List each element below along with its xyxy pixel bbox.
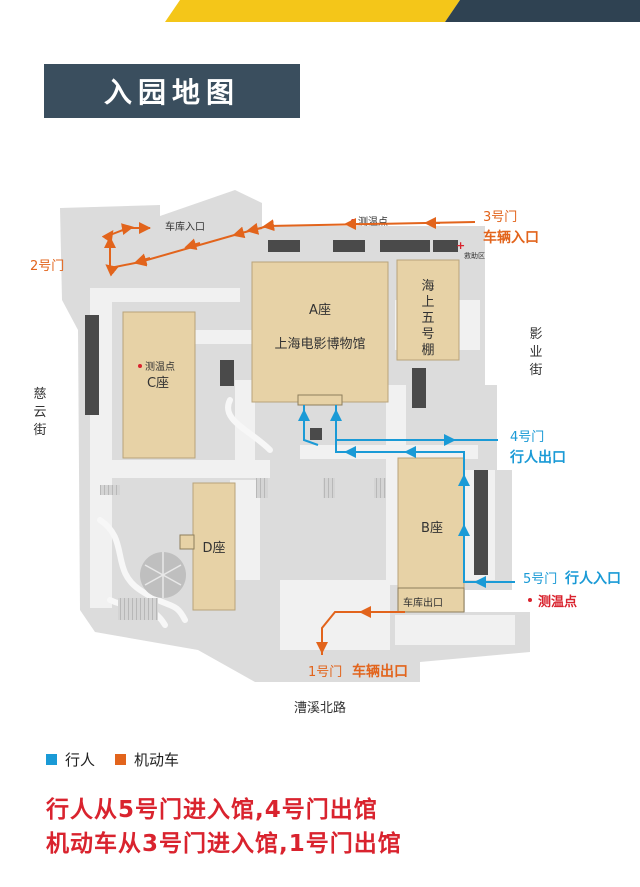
building-hai (396, 259, 460, 361)
svg-text:上: 上 (421, 295, 434, 310)
svg-text:号: 号 (421, 327, 434, 342)
rule-vehicle: 机动车从3号门进入馆,1号门出馆 (46, 831, 402, 857)
gate5-temp-label: 测温点 (538, 594, 577, 610)
garage-entry-label: 车库入口 (165, 220, 205, 233)
street-left: 慈 云 街 (33, 387, 46, 438)
legend-pedestrian-label: 行人 (65, 751, 96, 769)
svg-text:慈: 慈 (33, 387, 46, 402)
temp-check-top-dot (351, 219, 355, 223)
legend-pedestrian: 行人 (46, 749, 95, 770)
vehicle-route-out (316, 606, 405, 655)
a-entrance (297, 394, 343, 406)
pedestrian-route (298, 405, 515, 588)
legend-vehicle-label: 机动车 (134, 751, 180, 769)
legend: 行人 机动车 (46, 749, 199, 770)
gate1-number: 1号门 (308, 665, 342, 680)
svg-text:云: 云 (33, 405, 46, 420)
gate4-number: 4号门 (510, 430, 544, 445)
b-label: B座 (421, 521, 443, 536)
c-label: C座 (147, 376, 169, 391)
bike-racks (100, 478, 386, 498)
gate1-desc: 车辆出口 (352, 663, 408, 680)
svg-text:海: 海 (421, 279, 434, 294)
plaza-grid (118, 598, 158, 620)
aid-label: 救助区 (464, 251, 485, 260)
svg-text:街: 街 (529, 363, 542, 378)
legend-vehicle-swatch (115, 754, 127, 765)
parking-bays (85, 240, 488, 575)
fountain-grid (144, 552, 182, 598)
street-right: 影 业 街 (529, 327, 542, 378)
garage-exit-label: 车库出口 (403, 596, 443, 609)
svg-text:五: 五 (421, 311, 434, 326)
legend-pedestrian-swatch (46, 754, 57, 765)
legend-vehicle: 机动车 (115, 749, 179, 770)
building-c (122, 311, 196, 459)
d-label: D座 (202, 541, 225, 556)
svg-text:街: 街 (33, 423, 46, 438)
temp-check-c-label: 测温点 (145, 360, 175, 373)
page-title: 入园地图 (44, 64, 300, 118)
park-map: A座 上海电影博物馆 B座 C座 D座 海 上 五 号 棚 车库入口 车库出口 … (30, 190, 621, 716)
svg-text:影: 影 (529, 327, 542, 342)
gate3-desc: 车辆入口 (483, 229, 539, 246)
svg-text:棚: 棚 (421, 343, 434, 358)
gate5-desc: 行人入口 (564, 570, 621, 587)
building-a (251, 261, 389, 403)
top-stripe (0, 0, 640, 22)
aid-cross-icon: + (456, 239, 465, 252)
gate5-number: 5号门 (523, 572, 557, 587)
svg-text:业: 业 (529, 345, 542, 360)
temp-check-top-label: 测温点 (358, 215, 388, 228)
a-zone-label: A座 (309, 303, 331, 318)
a-name-label: 上海电影博物馆 (274, 337, 365, 352)
hai-label: 海 上 五 号 棚 (421, 279, 434, 358)
gate3-number: 3号门 (483, 210, 517, 225)
gate2-label: 2号门 (30, 259, 64, 274)
road-bottom-label: 漕溪北路 (294, 700, 346, 716)
temp-check-c-dot (138, 364, 142, 368)
rule-pedestrian: 行人从5号门进入馆,4号门出馆 (46, 797, 378, 823)
d-entrance (179, 534, 195, 550)
gate4-desc: 行人出口 (509, 449, 566, 466)
vehicle-route-in (101, 217, 476, 277)
gate5-temp-dot (528, 598, 532, 602)
building-b (397, 457, 465, 589)
garage-exit-ramp (397, 587, 465, 613)
